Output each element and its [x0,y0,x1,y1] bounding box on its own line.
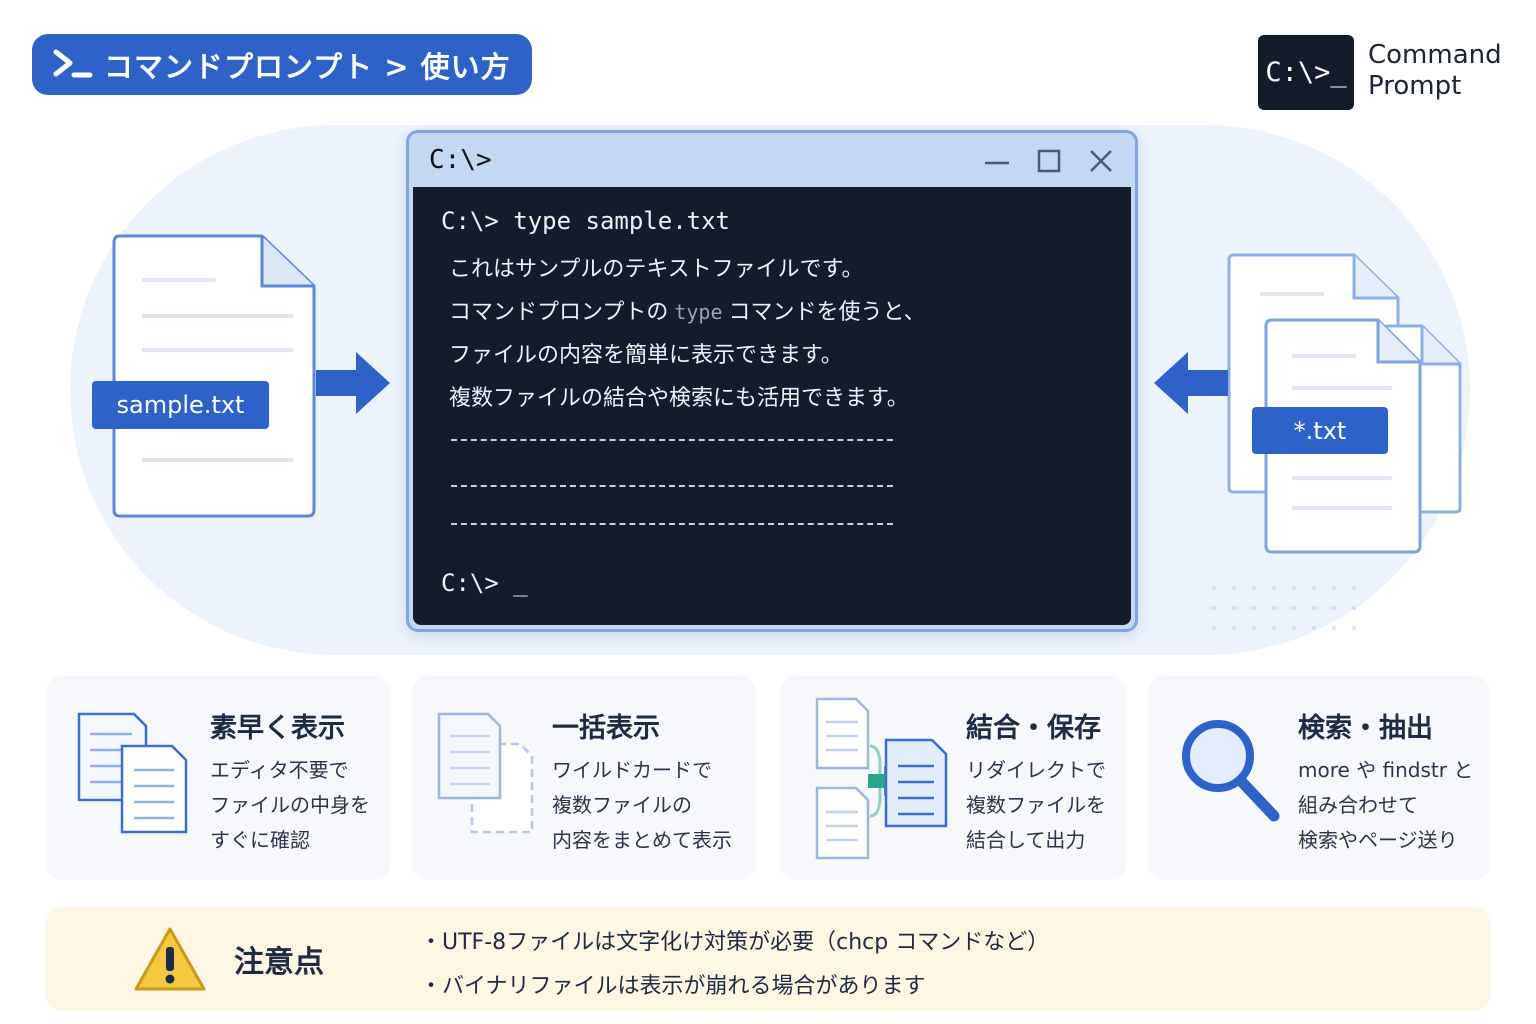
logo-line-1: Command [1368,40,1502,70]
output-text: コマンドを使うと、 [728,300,926,325]
output-text: 複数ファイルの結合や検索にも活用できます。 [449,386,909,411]
command-prompt: C:\> [441,207,499,235]
output-line: これはサンプルのテキストファイルです。 [441,251,1131,294]
feature-card-merge-save: 結合・保存 リダイレクトで複数ファイルを結合して出力 [780,676,1126,880]
warning-item: ・UTF-8ファイルは文字化け対策が必要（chcp コマンドなど） [420,930,1050,955]
feature-title: 検索・抽出 [1298,713,1433,744]
warning-item: ・バイナリファイルは表示が崩れる場合があります [420,974,926,999]
multiple-documents-icon [1227,253,1462,554]
file-label-wildcard: *.txt [1252,407,1388,454]
maximize-icon[interactable] [1035,147,1063,175]
warning-panel: 注意点 ・UTF-8ファイルは文字化け対策が必要（chcp コマンドなど） ・バ… [46,907,1490,1011]
stacked-documents-icon [437,712,534,834]
document-icon [112,234,316,518]
feature-title: 素早く表示 [210,713,345,744]
warning-list: ・UTF-8ファイルは文字化け対策が必要（chcp コマンドなど） ・バイナリフ… [420,921,1049,1009]
feature-description: リダイレクトで複数ファイルを結合して出力 [966,758,1106,852]
separator-line [451,485,893,487]
close-icon[interactable] [1087,147,1115,175]
terminal-body[interactable]: C:\> type sample.txt これはサンプルのテキストファイルです。… [413,187,1131,625]
separator-line [451,523,893,525]
logo-line-2: Prompt [1368,71,1462,101]
feature-title: 一括表示 [552,713,660,744]
decorative-dots [1212,586,1356,630]
file-label-sample: sample.txt [92,381,269,429]
logo-glyph: C:\>_ [1265,57,1347,88]
feature-description: more や findstr と組み合わせて検索やページ送り [1298,758,1474,852]
output-text: これはサンプルのテキストファイルです。 [449,257,864,282]
terminal-command-line: C:\> type sample.txt [441,207,1131,251]
output-text: ファイルの内容を簡単に表示できます。 [449,343,843,368]
terminal-title: C:\> [429,145,492,175]
output-line: 複数ファイルの結合や検索にも活用できます。 [441,380,1131,423]
command-prompt-logo-icon: C:\>_ [1258,35,1354,110]
page-title-pill: コマンドプロンプト > 使い方 [32,34,532,95]
feature-card-quick-view: 素早く表示 エディタ不要でファイルの中身をすぐに確認 [46,676,390,880]
output-line: ファイルの内容を簡単に表示できます。 [441,337,1131,380]
inline-code: type [674,300,723,324]
window-controls [983,147,1115,175]
arrow-right-icon [316,352,390,414]
separator-line [451,439,893,441]
command-text: type sample.txt [513,207,730,235]
feature-description: ワイルドカードで複数ファイルの内容をまとめて表示 [552,758,732,852]
merge-documents-icon [815,697,948,860]
page-title: コマンドプロンプト > 使い方 [104,49,511,84]
arrow-left-icon [1154,352,1228,414]
feature-card-search-extract: 検索・抽出 more や findstr と組み合わせて検索やページ送り [1148,676,1490,880]
two-documents-icon [77,712,188,834]
warning-triangle-icon [134,927,206,991]
feature-title: 結合・保存 [966,713,1101,744]
feature-description: エディタ不要でファイルの中身をすぐに確認 [210,758,370,852]
terminal-window[interactable]: C:\> C:\> type sample.txt これはサンプルのテキストファ… [406,130,1138,632]
minimize-icon[interactable] [983,147,1011,175]
output-text: コマンドプロンプトの [449,300,669,325]
terminal-titlebar[interactable]: C:\> [409,133,1135,187]
terminal-final-prompt[interactable]: C:\> _ [441,569,528,597]
feature-card-bulk-view: 一括表示 ワイルドカードで複数ファイルの内容をまとめて表示 [412,676,756,880]
logo-text: Command Prompt [1368,40,1528,102]
terminal-prompt-icon [53,49,93,77]
magnifier-icon [1182,720,1280,822]
warning-title: 注意点 [234,945,324,980]
